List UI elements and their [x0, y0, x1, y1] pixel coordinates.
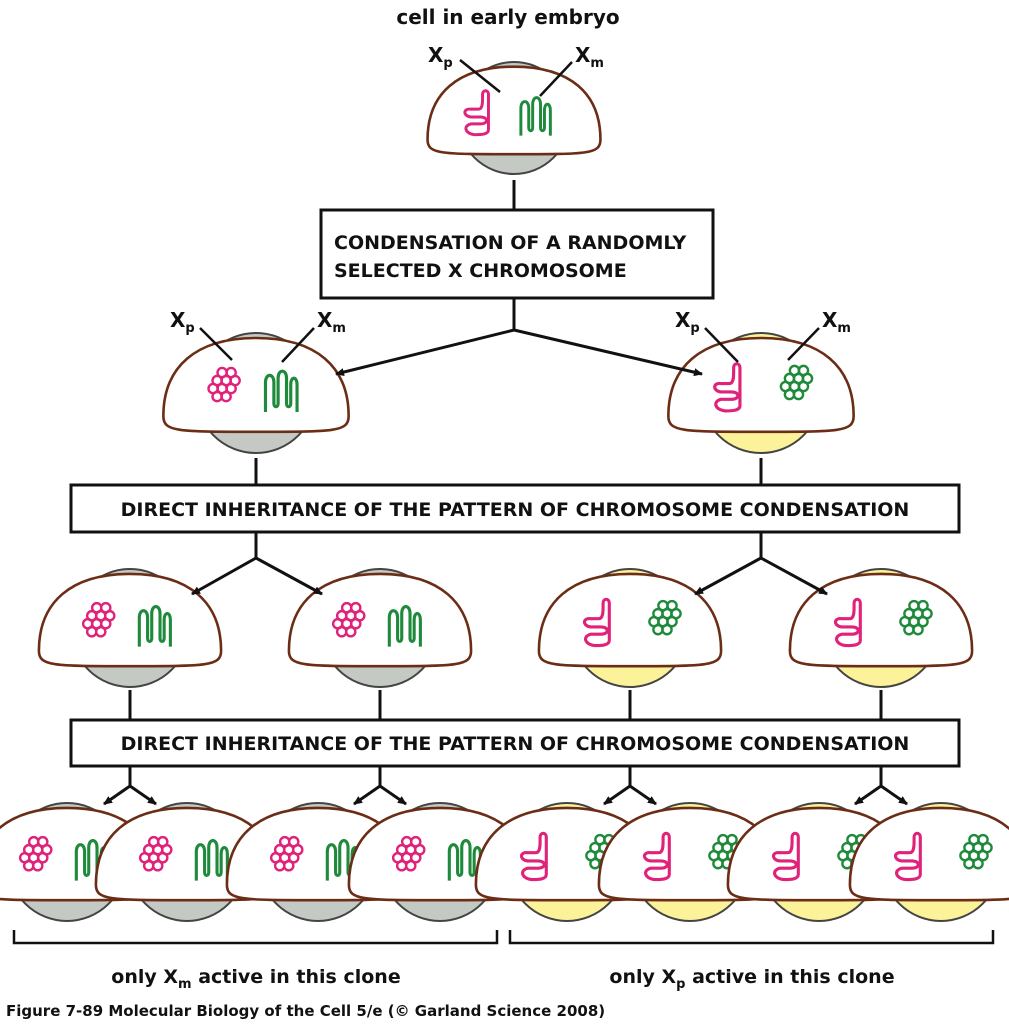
cell-early-embryo — [426, 61, 602, 175]
cell-stage3-4 — [788, 568, 974, 688]
maternal-condensed — [779, 364, 814, 401]
arrow-b3-1a — [103, 784, 131, 806]
arrow-to-left-cell — [335, 328, 515, 376]
paternal-extended — [642, 831, 671, 882]
maternal-extended — [137, 605, 172, 647]
cell-stage3-1 — [37, 568, 223, 688]
svg-text:Xp: Xp — [675, 308, 700, 336]
cell-stage4-8 — [848, 802, 1009, 922]
left-clone-bracket — [12, 930, 499, 945]
arrow-b3-4b — [880, 784, 908, 806]
arrow-box2-ll — [191, 556, 257, 596]
maternal-condensed — [648, 599, 682, 636]
cell-stage2-left — [162, 332, 350, 454]
top-xm-label: Xm — [539, 43, 604, 97]
paternal-condensed — [138, 835, 173, 872]
paternal-extended — [582, 597, 611, 648]
cell-stage3-3 — [537, 568, 723, 688]
maternal-extended — [325, 839, 360, 881]
arrow-box2-rr — [760, 556, 828, 596]
maternal-extended — [263, 369, 299, 412]
svg-text:Xp: Xp — [428, 43, 453, 71]
paternal-extended — [833, 597, 862, 648]
top-xp-label: Xp — [428, 43, 501, 93]
arrow-b3-3a — [603, 784, 631, 806]
maternal-extended — [447, 839, 482, 881]
step2-box — [69, 483, 961, 534]
svg-text:Xm: Xm — [575, 43, 604, 71]
paternal-condensed — [391, 835, 426, 872]
arrow-b3-2a — [353, 784, 381, 806]
cells-layer — [0, 61, 1009, 922]
arrow-box2-rl — [694, 556, 762, 596]
paternal-extended — [713, 362, 742, 413]
left-clone-label: only Xm active in this clone — [111, 966, 400, 992]
paternal-condensed — [18, 835, 53, 872]
paternal-condensed — [269, 835, 304, 872]
paternal-extended — [463, 89, 490, 137]
arrow-b3-2b — [379, 784, 407, 806]
left-xm-label: Xm — [281, 308, 346, 363]
right-clone-label: only Xp active in this clone — [609, 966, 894, 992]
svg-text:Xp: Xp — [170, 308, 195, 336]
arrow-b3-4a — [854, 784, 882, 806]
figure-caption: Figure 7-89 Molecular Biology of the Cel… — [6, 1002, 605, 1020]
step3-text: DIRECT INHERITANCE OF THE PATTERN OF CHR… — [121, 733, 910, 755]
step1-line1: CONDENSATION OF A RANDOMLY — [334, 232, 687, 254]
step2-text: DIRECT INHERITANCE OF THE PATTERN OF CHR… — [121, 499, 910, 521]
maternal-extended — [519, 96, 552, 136]
step1-line2: SELECTED X CHROMOSOME — [334, 260, 627, 282]
arrow-b3-1b — [129, 784, 157, 806]
paternal-condensed — [331, 601, 366, 638]
paternal-extended — [893, 831, 922, 882]
maternal-extended — [194, 839, 229, 881]
maternal-extended — [387, 605, 422, 647]
maternal-condensed — [899, 599, 933, 636]
right-xm-label: Xm — [787, 308, 851, 361]
paternal-extended — [519, 831, 548, 882]
connectors-layer — [103, 180, 908, 806]
diagram-title: cell in early embryo — [396, 5, 619, 29]
arrow-to-right-cell — [513, 328, 703, 377]
arrow-box2-lr — [255, 556, 323, 596]
svg-text:Xm: Xm — [317, 308, 346, 336]
clone-brackets — [12, 930, 995, 945]
step1-box — [319, 208, 715, 300]
step3-box — [69, 718, 961, 768]
paternal-condensed — [207, 366, 241, 403]
maternal-condensed — [959, 833, 993, 870]
arrow-b3-3b — [629, 784, 657, 806]
svg-text:Xm: Xm — [822, 308, 851, 336]
right-clone-bracket — [508, 930, 995, 945]
right-xp-label: Xp — [675, 308, 739, 363]
cell-stage3-2 — [287, 568, 473, 688]
paternal-extended — [771, 831, 800, 882]
paternal-condensed — [81, 601, 116, 638]
cell-stage4-6 — [597, 802, 783, 922]
cell-stage2-right — [667, 332, 855, 454]
left-xp-label: Xp — [170, 308, 233, 361]
